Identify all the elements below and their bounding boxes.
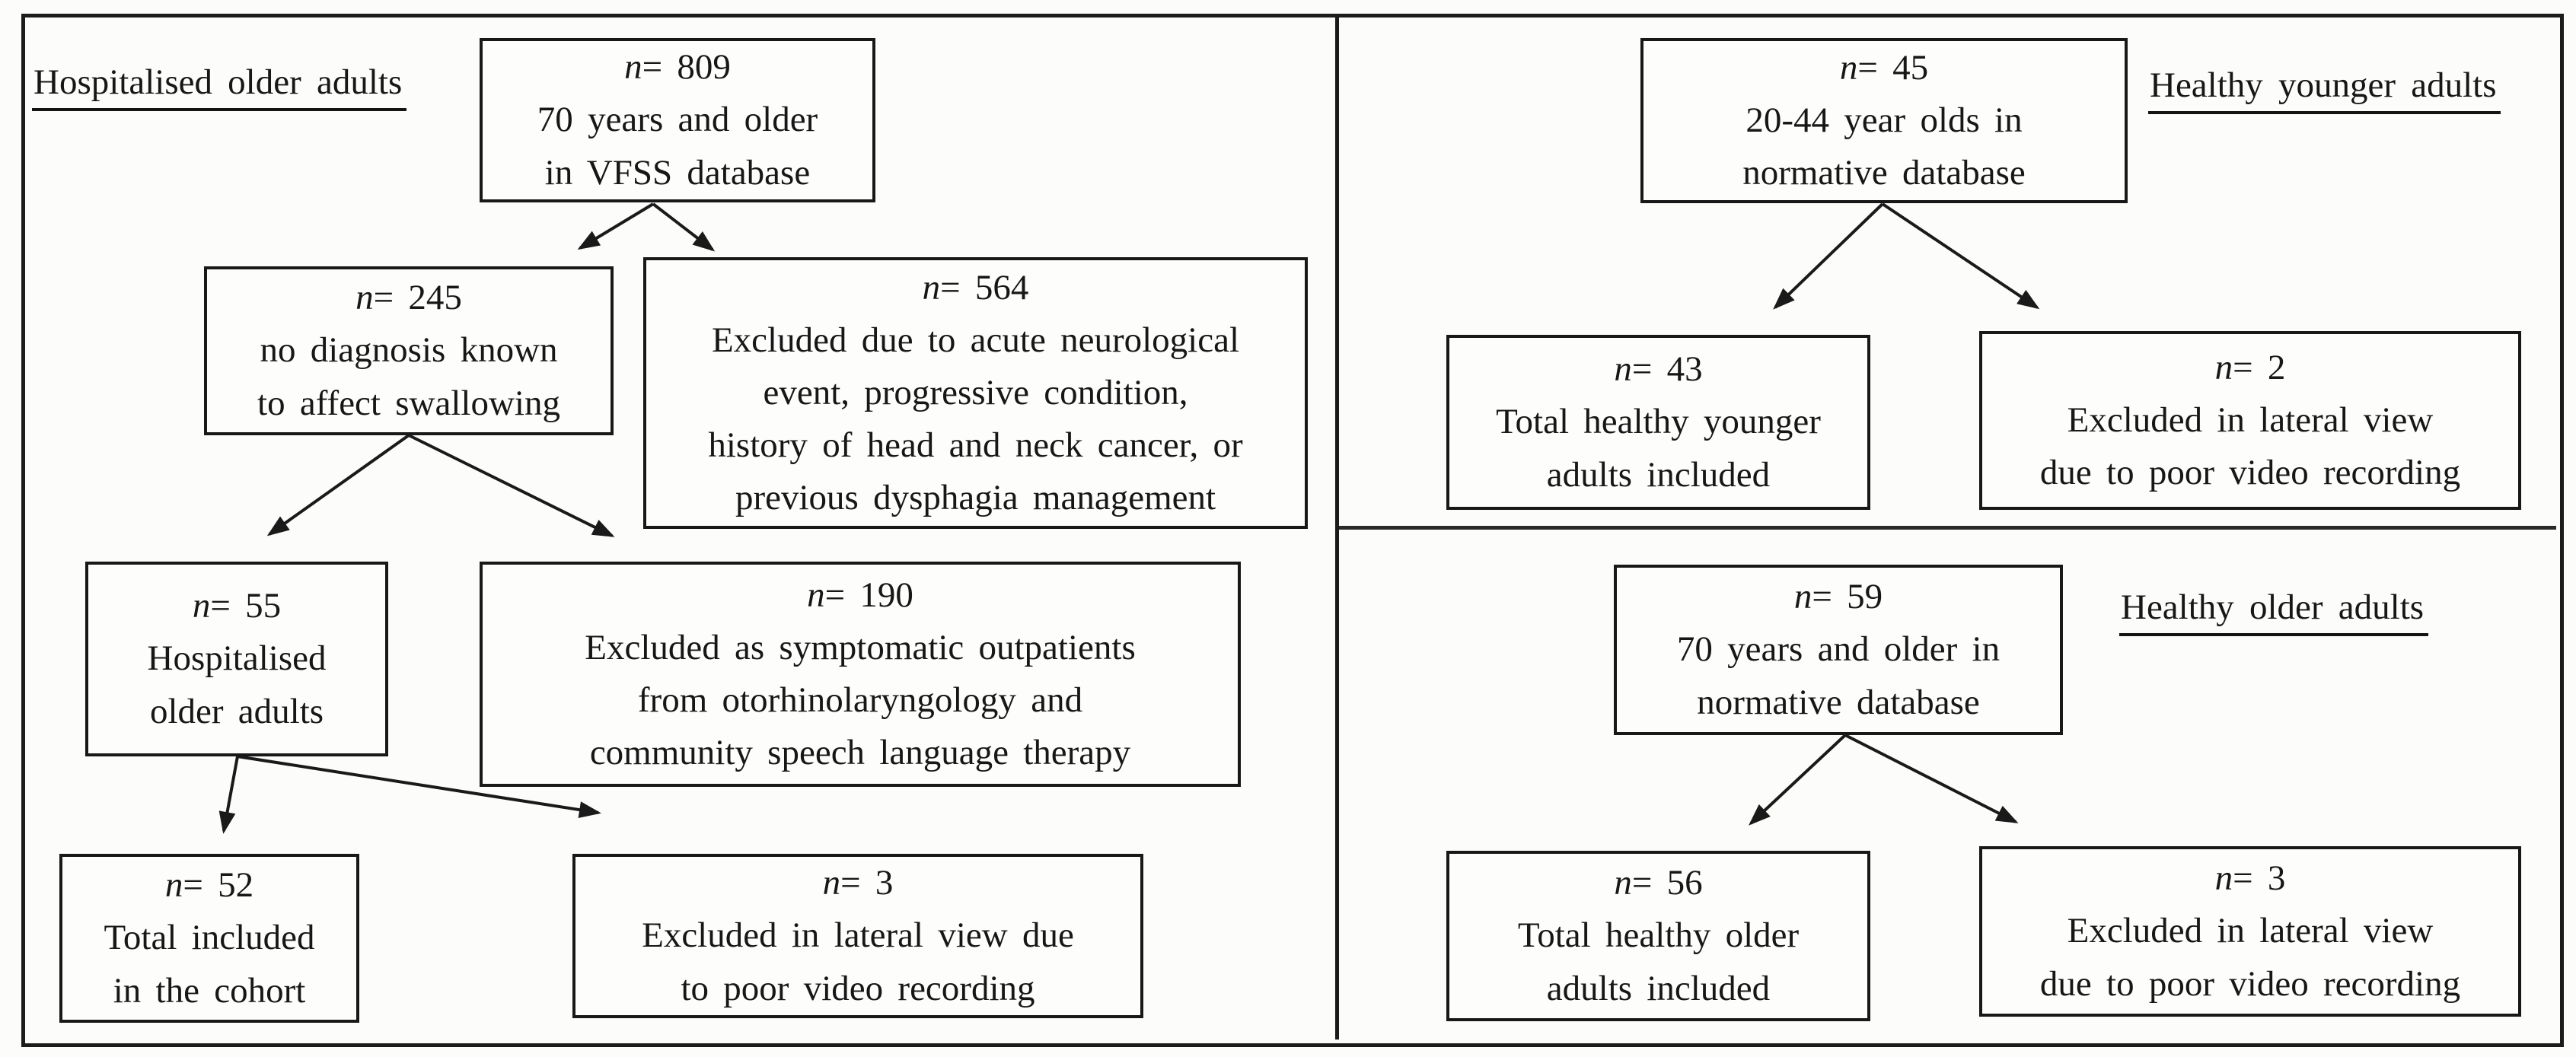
box-text-line: to affect swallowing (257, 383, 560, 423)
n-symbol: n (807, 575, 825, 615)
box-text-line: Total included (104, 918, 315, 958)
n-symbol: n (922, 267, 941, 307)
box-hosp-excluded-lateral: n= 3 Excluded in lateral view due to poo… (572, 854, 1143, 1018)
n-value: = 3 (2233, 858, 2286, 899)
box-text-line: in the cohort (113, 970, 306, 1011)
box-text-line: to poor video recording (681, 968, 1035, 1008)
box-older-total: n= 56 Total healthy older adults include… (1446, 851, 1870, 1021)
box-text-line: older adults (149, 691, 324, 731)
n-count-line: n= 3 (2215, 852, 2286, 905)
box-text-line: 70 years and older (537, 100, 818, 140)
box-total-cohort: n= 52 Total included in the cohort (59, 854, 359, 1023)
n-value: = 45 (1857, 47, 1929, 88)
n-symbol: n (164, 865, 183, 906)
n-symbol: n (1614, 863, 1632, 903)
n-count-line: n= 564 (923, 262, 1029, 314)
panel-divider-horizontal (1339, 526, 2556, 530)
box-text-line: no diagnosis known (260, 330, 558, 371)
box-text-line: Excluded in lateral view (2067, 911, 2434, 951)
box-text-line: Excluded as symptomatic outpatients (585, 627, 1136, 667)
n-symbol: n (1839, 47, 1858, 88)
section-label-healthy-older-adults: Healthy older adults (2119, 586, 2429, 637)
box-text-line: 70 years and older in (1676, 629, 2001, 670)
box-text-line: normative database (1697, 682, 1980, 722)
box-text-line: normative database (1742, 153, 2026, 193)
n-value: = 55 (210, 586, 282, 626)
box-text-line: previous dysphagia management (735, 478, 1216, 518)
n-value: = 245 (373, 278, 462, 318)
n-value: = 564 (940, 267, 1029, 307)
box-excluded-outpatients: n= 190 Excluded as symptomatic outpatien… (480, 562, 1241, 787)
n-count-line: n= 245 (355, 272, 462, 324)
n-count-line: n= 45 (1840, 42, 1928, 94)
n-value: = 56 (1631, 863, 1703, 903)
n-count-line: n= 809 (624, 41, 731, 94)
n-symbol: n (192, 586, 211, 626)
section-label-hospitalised-older-adults: Hospitalised older adults (32, 61, 407, 112)
n-count-line: n= 56 (1614, 857, 1702, 909)
n-symbol: n (1614, 349, 1632, 390)
box-text-line: due to poor video recording (2039, 453, 2461, 493)
n-count-line: n= 52 (165, 859, 253, 912)
n-symbol: n (1793, 577, 1812, 617)
box-text-line: adults included (1546, 454, 1771, 495)
box-text-line: due to poor video recording (2039, 963, 2461, 1004)
box-text-line: event, progressive condition, (763, 372, 1188, 412)
box-text-line: Hospitalised (147, 638, 327, 679)
box-older-excluded-lateral: n= 3 Excluded in lateral view due to poo… (1979, 846, 2521, 1017)
n-value: = 43 (1631, 349, 1703, 390)
box-text-line: from otorhinolaryngology and (637, 680, 1083, 720)
n-count-line: n= 2 (2215, 342, 2286, 394)
box-text-line: Total healthy younger (1496, 402, 1821, 442)
n-count-line: n= 3 (823, 857, 894, 909)
box-text-line: Excluded due to acute neurological (711, 320, 1240, 360)
outer-frame (21, 14, 2564, 1047)
panel-divider-vertical (1335, 14, 1339, 1039)
box-excluded-acute: n= 564 Excluded due to acute neurologica… (643, 257, 1308, 529)
box-text-line: adults included (1546, 968, 1771, 1008)
n-count-line: n= 190 (807, 569, 913, 622)
box-text-line: in VFSS database (544, 152, 811, 193)
section-label-healthy-younger-adults: Healthy younger adults (2148, 64, 2501, 115)
n-symbol: n (2214, 347, 2233, 387)
box-text-line: 20-44 year olds in (1745, 100, 2023, 140)
box-hospitalised-older: n= 55 Hospitalised older adults (85, 562, 388, 756)
box-older-root: n= 59 70 years and older in normative da… (1614, 565, 2063, 735)
box-younger-root: n= 45 20-44 year olds in normative datab… (1640, 38, 2128, 203)
n-value: = 190 (824, 575, 913, 615)
n-value: = 59 (1812, 577, 1883, 617)
n-symbol: n (822, 863, 841, 903)
box-text-line: Excluded in lateral view (2067, 400, 2434, 440)
box-younger-total: n= 43 Total healthy younger adults inclu… (1446, 335, 1870, 510)
box-text-line: community speech language therapy (589, 733, 1131, 773)
n-symbol: n (2214, 858, 2233, 899)
n-value: = 52 (183, 865, 254, 906)
n-count-line: n= 43 (1614, 343, 1702, 396)
box-text-line: history of head and neck cancer, or (708, 425, 1243, 466)
n-symbol: n (624, 47, 642, 88)
box-text-line: Excluded in lateral view due (642, 915, 1074, 956)
n-symbol: n (355, 278, 374, 318)
box-text-line: Total healthy older (1517, 915, 1800, 956)
box-no-diagnosis: n= 245 no diagnosis known to affect swal… (204, 266, 614, 435)
n-value: = 2 (2233, 347, 2286, 387)
n-count-line: n= 55 (193, 580, 281, 632)
n-value: = 809 (642, 47, 731, 88)
box-hospitalised-root: n= 809 70 years and older in VFSS databa… (480, 38, 875, 202)
n-count-line: n= 59 (1794, 571, 1883, 623)
n-value: = 3 (840, 863, 894, 903)
box-younger-excluded-lateral: n= 2 Excluded in lateral view due to poo… (1979, 331, 2521, 510)
